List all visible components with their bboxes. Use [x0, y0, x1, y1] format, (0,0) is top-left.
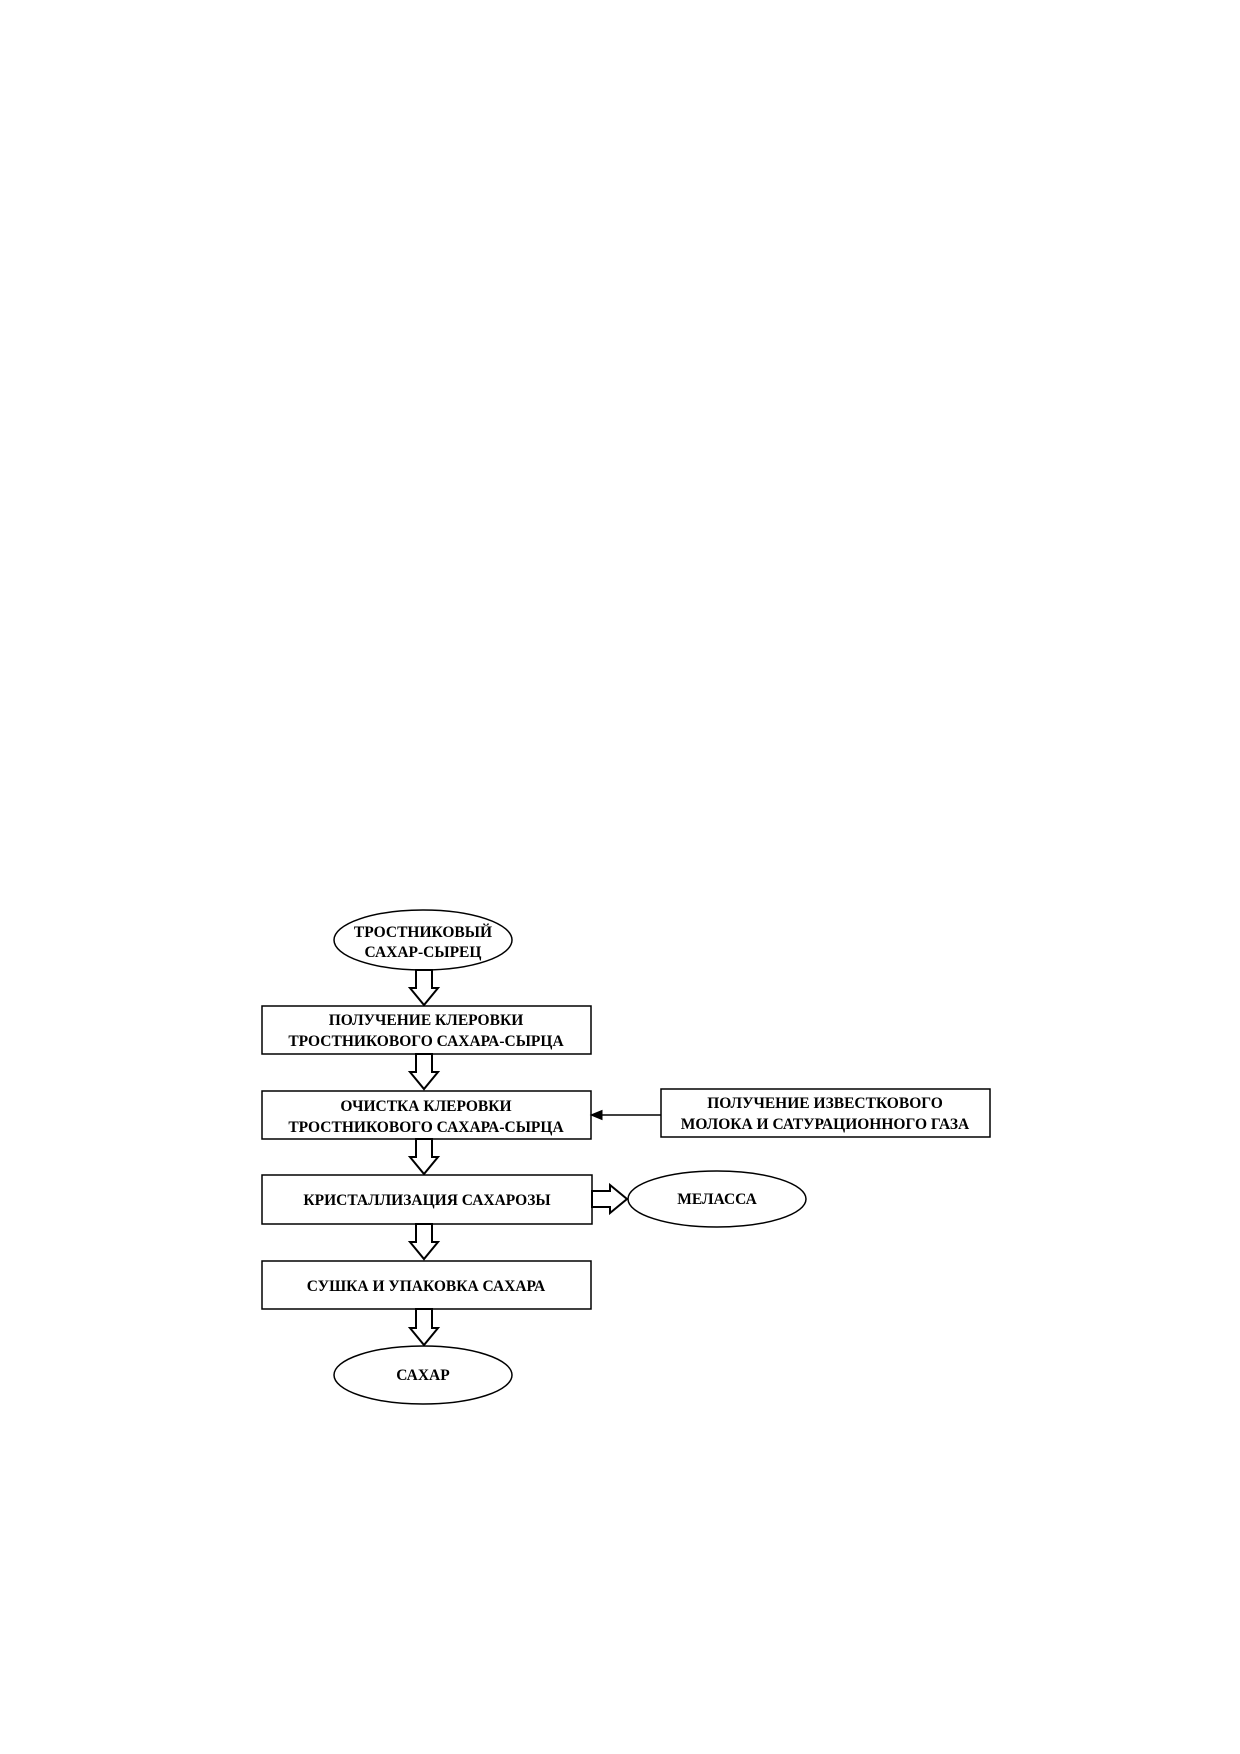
node-sugar: САХАР: [333, 1345, 513, 1405]
node-raw-cane-sugar-line-1: ТРОСТНИКОВЫЙ: [354, 924, 492, 941]
node-lime-milk-line-2: МОЛОКА И САТУРАЦИОННОГО ГАЗА: [681, 1116, 970, 1133]
side-input-arrow: [589, 1109, 661, 1121]
node-sugar-line-1: САХАР: [396, 1367, 450, 1384]
node-lime-milk-line-1: ПОЛУЧЕНИЕ ИЗВЕСТКОВОГО: [707, 1095, 943, 1112]
flow-arrow-5: [407, 1308, 441, 1347]
node-clearing-purification-line-1: ОЧИСТКА КЛЕРОВКИ: [340, 1098, 511, 1115]
flow-arrow-molasses: [591, 1182, 629, 1216]
flow-arrow-1: [407, 969, 441, 1007]
flow-arrow-4: [407, 1223, 441, 1261]
node-crystallization-line-1: КРИСТАЛЛИЗАЦИЯ САХАРОЗЫ: [303, 1192, 550, 1209]
node-crystallization: КРИСТАЛЛИЗАЦИЯ САХАРОЗЫ: [261, 1174, 593, 1225]
node-molasses-line-1: МЕЛАССА: [677, 1191, 757, 1208]
node-clearing-purification-line-2: ТРОСТНИКОВОГО САХАРА-СЫРЦА: [288, 1119, 564, 1136]
node-clearing-production: ПОЛУЧЕНИЕ КЛЕРОВКИ ТРОСТНИКОВОГО САХАРА-…: [261, 1005, 592, 1055]
flow-arrow-3: [407, 1138, 441, 1176]
node-molasses: МЕЛАССА: [627, 1170, 807, 1228]
node-lime-milk-saturation-gas: ПОЛУЧЕНИЕ ИЗВЕСТКОВОГО МОЛОКА И САТУРАЦИ…: [660, 1088, 991, 1138]
node-drying-packing-line-1: СУШКА И УПАКОВКА САХАРА: [307, 1278, 546, 1295]
node-raw-cane-sugar: ТРОСТНИКОВЫЙ САХАР-СЫРЕЦ: [333, 909, 513, 971]
node-clearing-production-line-1: ПОЛУЧЕНИЕ КЛЕРОВКИ: [329, 1012, 524, 1029]
node-drying-packing: СУШКА И УПАКОВКА САХАРА: [261, 1260, 592, 1310]
node-raw-cane-sugar-line-2: САХАР-СЫРЕЦ: [365, 944, 482, 961]
node-clearing-production-line-2: ТРОСТНИКОВОГО САХАРА-СЫРЦА: [288, 1033, 564, 1050]
flow-arrow-2: [407, 1053, 441, 1091]
node-clearing-purification: ОЧИСТКА КЛЕРОВКИ ТРОСТНИКОВОГО САХАРА-СЫ…: [261, 1090, 592, 1140]
